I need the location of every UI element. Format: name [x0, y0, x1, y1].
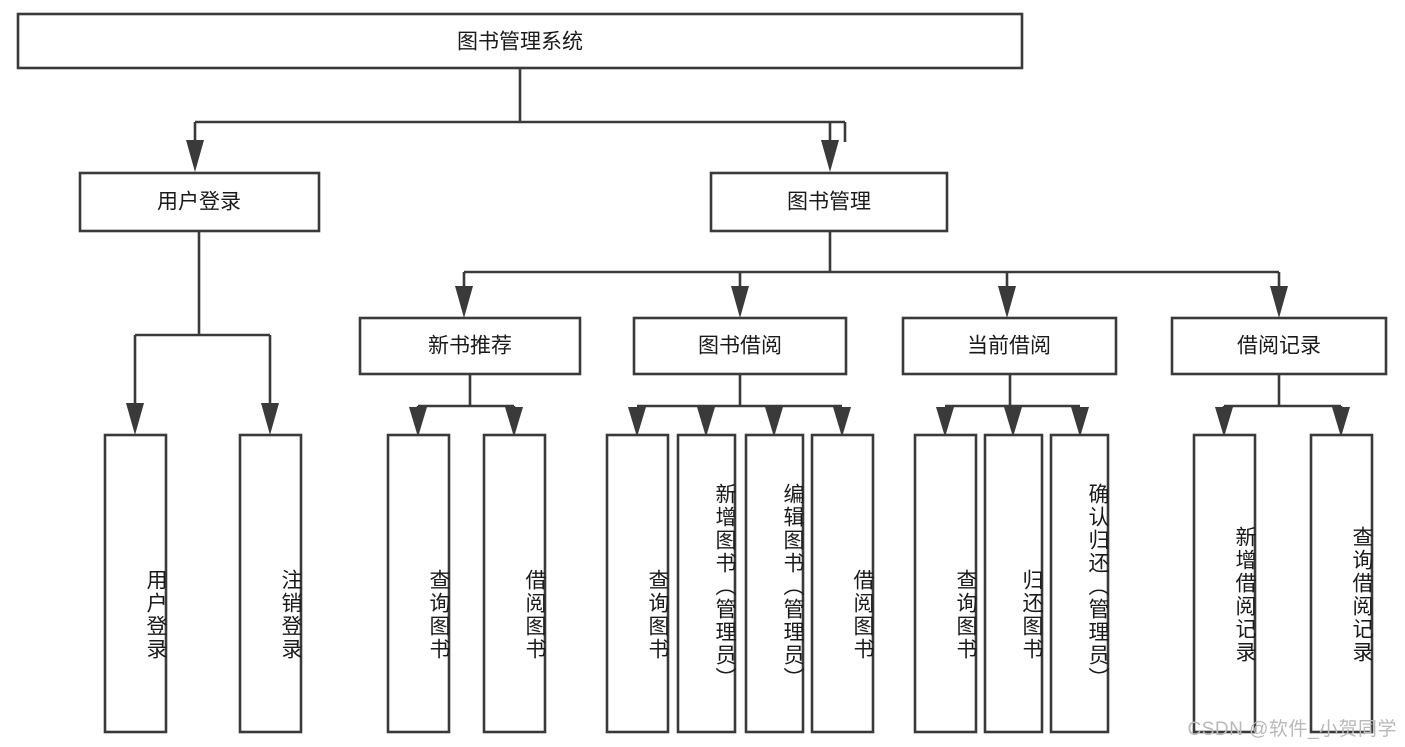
node-new-book-recommend-label: 新书推荐: [428, 335, 512, 358]
node-new-book-recommend[interactable]: 新书推荐: [358, 316, 582, 376]
leaf-query-book-2[interactable]: [605, 433, 670, 734]
leaf-borrow-book-2[interactable]: [810, 433, 875, 734]
node-book-borrow[interactable]: 图书借阅: [632, 316, 848, 376]
leaf-group-book-borrow: [605, 433, 875, 734]
leaf-return-book[interactable]: [983, 433, 1044, 734]
leaf-query-borrow-record[interactable]: [1309, 433, 1374, 734]
leaf-logout[interactable]: [238, 433, 303, 734]
node-book-manage[interactable]: 图书管理: [709, 171, 949, 233]
watermark: CSDN @软件_小贺同学: [1187, 719, 1397, 740]
node-user-login-label: 用户登录: [157, 191, 241, 214]
node-current-borrow-label: 当前借阅: [967, 335, 1051, 358]
arrow-to-user-login: [186, 140, 204, 172]
leaf-user-login[interactable]: [103, 433, 168, 734]
leaf-query-book-3[interactable]: [913, 433, 978, 734]
connector-bookborrow-to-leaves: [628, 374, 851, 437]
node-book-manage-label: 图书管理: [787, 191, 871, 214]
leaf-confirm-return-admin[interactable]: [1049, 433, 1110, 734]
node-borrow-record-label: 借阅记录: [1237, 335, 1321, 358]
node-borrow-record[interactable]: 借阅记录: [1170, 316, 1388, 376]
node-user-login[interactable]: 用户登录: [78, 171, 321, 233]
connector-root-to-level1: [186, 68, 847, 172]
leaf-add-borrow-record[interactable]: [1192, 433, 1257, 734]
arrow-to-book-manage: [821, 140, 839, 172]
connector-userlogin-to-leaves: [126, 231, 279, 435]
leaf-group-current-borrow: [913, 433, 1110, 734]
connector-newbook-to-leaves: [409, 374, 523, 437]
leaf-add-book-admin[interactable]: [676, 433, 737, 734]
node-root[interactable]: 图书管理系统: [16, 12, 1024, 70]
connector-borrowrecord-to-leaves: [1215, 374, 1350, 437]
leaf-group-user-login: [103, 433, 303, 734]
node-root-label: 图书管理系统: [457, 31, 583, 54]
node-book-borrow-label: 图书借阅: [698, 335, 782, 358]
leaf-edit-book-admin[interactable]: [744, 433, 805, 734]
leaf-group-borrow-record: [1192, 433, 1374, 734]
leaf-borrow-book-1[interactable]: [482, 433, 547, 734]
connector-currentborrow-to-leaves: [936, 374, 1089, 437]
leaf-query-book-1[interactable]: [386, 433, 451, 734]
node-current-borrow[interactable]: 当前借阅: [901, 316, 1118, 376]
connector-bookmanage-to-level2: [455, 231, 1288, 318]
leaf-group-new-book-recommend: [386, 433, 547, 734]
